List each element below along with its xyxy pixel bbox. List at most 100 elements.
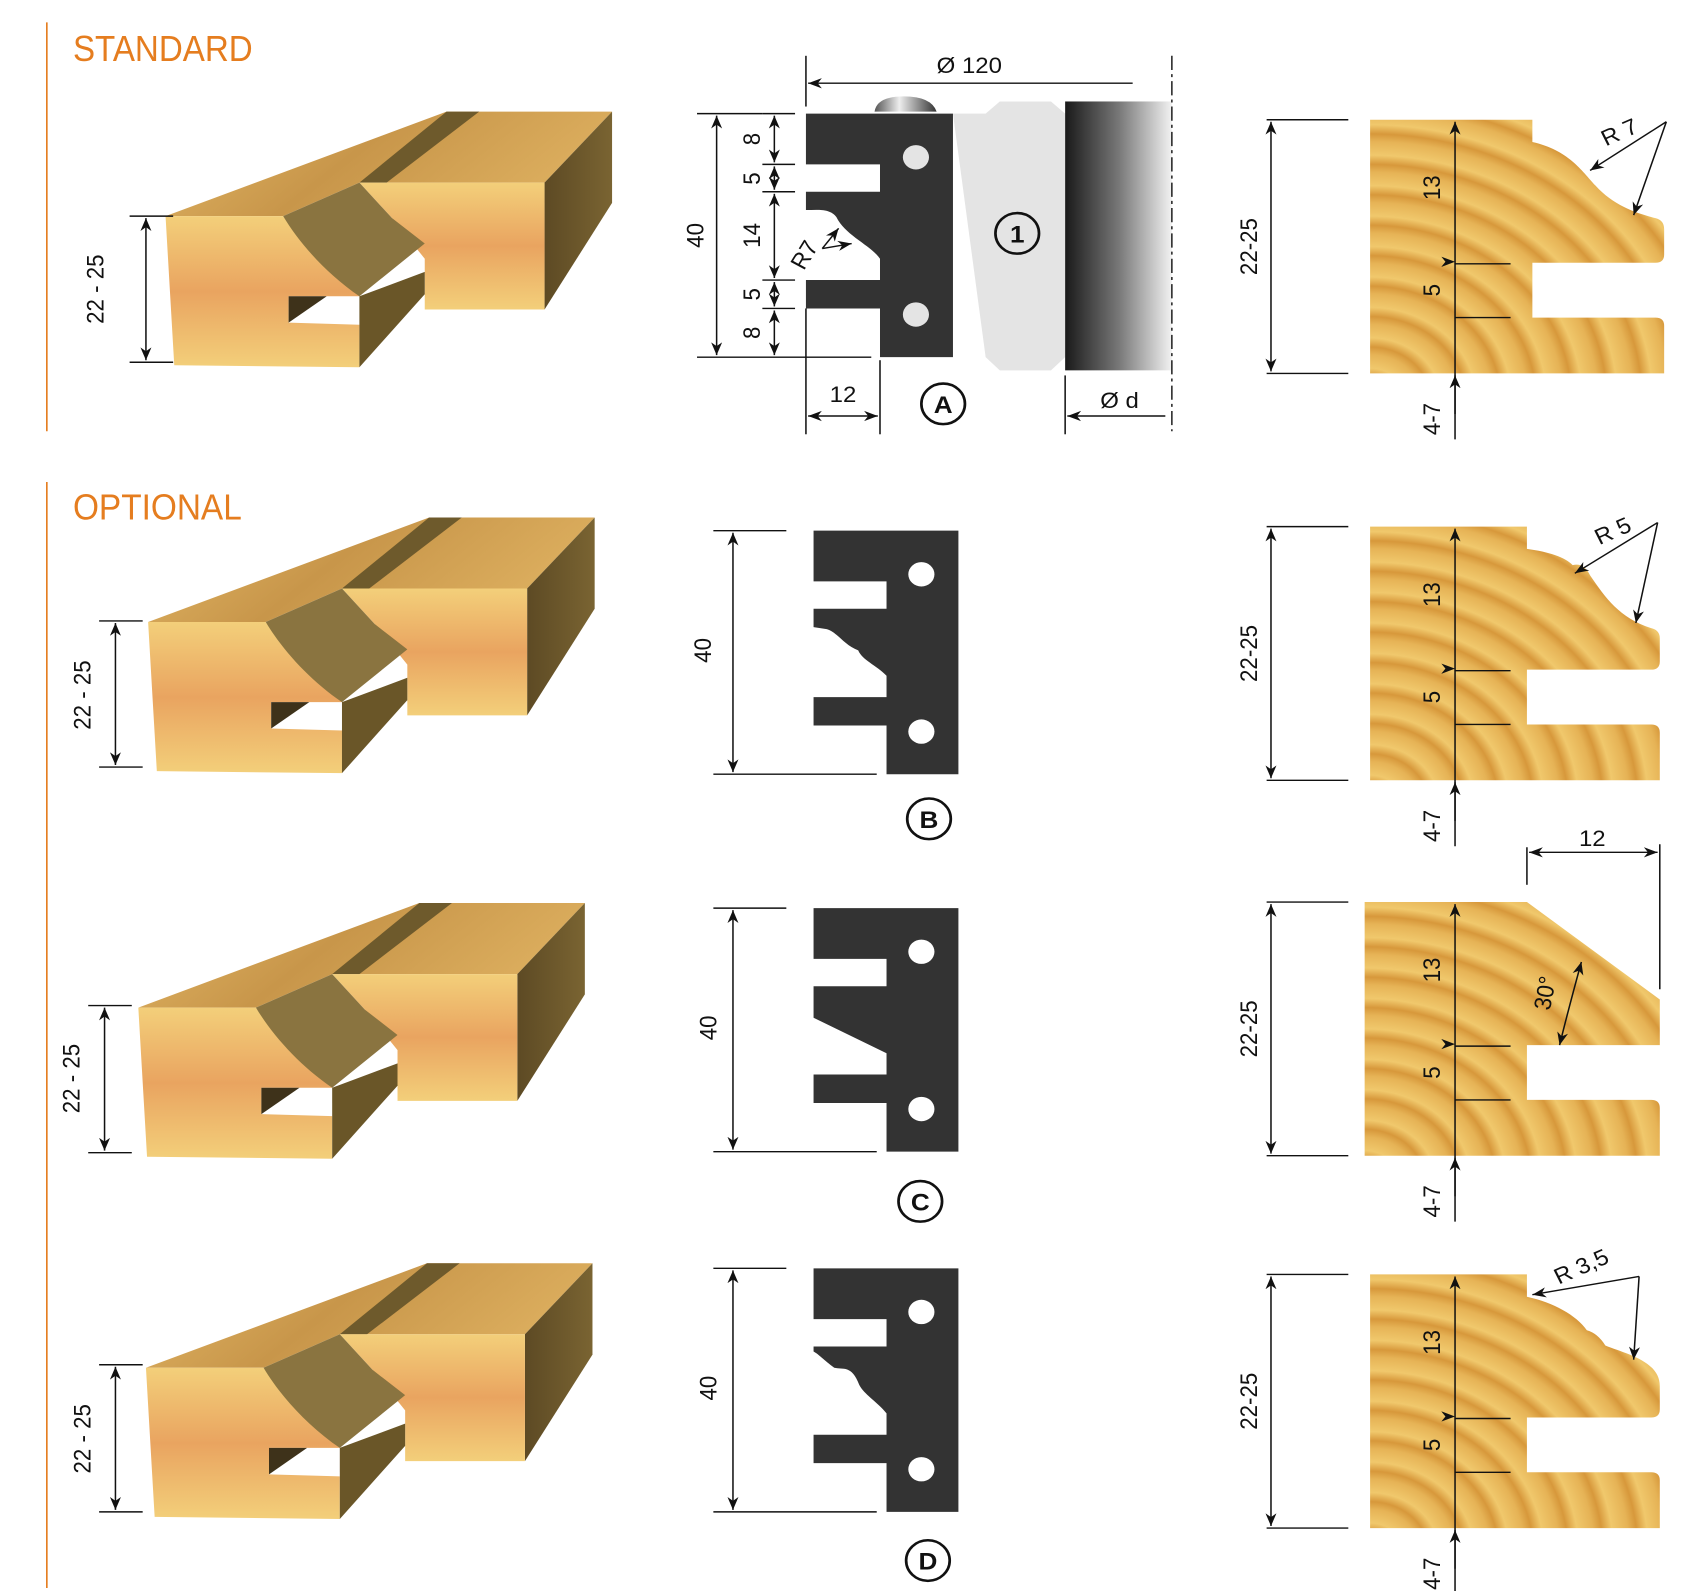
block-side-face: [517, 903, 585, 1101]
slot-width-label: 5: [1418, 1066, 1445, 1078]
wood-section-profile: [1370, 1274, 1660, 1529]
tongue-depth-label: 13: [1418, 175, 1445, 200]
wood-joint-3d-view: [145, 1263, 593, 1519]
blade-letter: D: [918, 1548, 937, 1575]
block-top-groove: [339, 1263, 460, 1335]
blade-mount-hole: [902, 145, 930, 170]
offset-label: 4-7: [1418, 403, 1445, 435]
offset-label: 4-7: [1418, 1558, 1445, 1590]
block-height-label: 22 - 25: [58, 1044, 85, 1113]
tool-height-label: 40: [695, 1376, 722, 1401]
chamfer-angle-label: 30°: [1529, 974, 1562, 1012]
block-front-right-face: [359, 182, 545, 310]
lower-groove: [288, 296, 327, 323]
cutter-blade: [805, 113, 953, 358]
lower-groove: [261, 1087, 300, 1115]
blade-mount-hole: [908, 939, 935, 964]
lower-tongue-face: [359, 271, 425, 368]
block-front-left-face: [165, 216, 360, 368]
tool-height-label: 40: [695, 1015, 722, 1040]
block-front-right-face: [341, 588, 528, 716]
block-front-right-face: [332, 974, 518, 1101]
blade-width-label: 12: [830, 382, 857, 407]
wood-section-profile: [1364, 902, 1660, 1156]
profile-row-c: 22 - 25 40C 22-25 13 5 4-7 12 30°: [58, 826, 1661, 1223]
block-height-label: 22 - 25: [82, 254, 109, 323]
cutter-blade: [813, 530, 959, 775]
tongue-depth-label: 13: [1418, 958, 1445, 983]
lower-tongue-face: [339, 1423, 406, 1519]
blade-mount-hole: [908, 719, 935, 744]
blade-letter-badge: [904, 1538, 952, 1583]
wood-section-profile: [1370, 526, 1660, 781]
block-front-left-face: [148, 621, 342, 774]
blade-mount-hole: [908, 1299, 935, 1325]
wood-joint-3d-view: [165, 111, 613, 368]
diameter-label: Ø 120: [937, 53, 1002, 78]
block-side-face: [544, 111, 613, 310]
chain-dim-1: 8: [738, 133, 765, 145]
block-top-groove: [341, 517, 462, 589]
block-height-label: 22 - 25: [69, 660, 96, 729]
offset-label: 4-7: [1418, 1185, 1445, 1217]
wood-joint-3d-view: [138, 903, 585, 1159]
cutter-hub-cylinder: [1065, 101, 1172, 371]
blade-letter-badge: [920, 382, 967, 426]
body-number-badge: [994, 211, 1041, 255]
profile-row-b: 22 - 25 40B 22-25 13 5 4-7 R 5: [69, 512, 1660, 847]
cutter-blade: [813, 1268, 959, 1512]
lower-tongue-face: [341, 677, 408, 774]
standard-title: STANDARD: [73, 29, 253, 69]
slot-width-label: 5: [1418, 1439, 1445, 1451]
block-top-groove: [332, 903, 452, 975]
blade-letter: C: [911, 1189, 930, 1216]
blade-letter-badge: [905, 797, 953, 841]
cutter-body: [952, 101, 1066, 371]
blade-mount-hole: [908, 562, 935, 587]
lower-groove: [271, 702, 310, 729]
chain-dim-3: 14: [738, 223, 765, 248]
radius-label: R 5: [1590, 512, 1635, 549]
section-height-label: 22-25: [1235, 218, 1262, 275]
blade-letter: B: [920, 807, 939, 834]
bore-label: Ø d: [1100, 388, 1139, 413]
joint-profile-cut: [283, 182, 425, 297]
slot-width-label: 5: [1418, 284, 1445, 296]
chain-dim-2: 5: [738, 172, 765, 184]
block-front-right-face: [339, 1334, 525, 1462]
block-top-groove: [359, 111, 480, 183]
blade-letter-badge: [897, 1179, 944, 1223]
section-height-label: 22-25: [1235, 625, 1262, 682]
joint-profile-cut: [255, 974, 398, 1088]
slot-width-label: 5: [1418, 691, 1445, 703]
block-height-label: 22 - 25: [69, 1404, 96, 1473]
section-height-label: 22-25: [1235, 1000, 1262, 1057]
tongue-depth-label: 13: [1418, 582, 1445, 607]
tongue-depth-label: 13: [1418, 1330, 1445, 1355]
block-side-face: [524, 1263, 593, 1462]
optional-title: OPTIONAL: [73, 488, 242, 528]
blade-letter: A: [934, 392, 953, 419]
chain-dim-5: 8: [738, 327, 765, 339]
joint-profile-cut: [265, 588, 408, 703]
chamfer-width-label: 12: [1579, 826, 1606, 851]
wood-joint-3d-view: [148, 517, 595, 774]
cutter-blade: [813, 908, 959, 1152]
block-front-left-face: [145, 1367, 340, 1519]
offset-label: 4-7: [1418, 810, 1445, 842]
tool-height-label: 40: [682, 223, 709, 248]
tool-a-assembly: 1 Ø 120 12 Ø d 8 5 14 5 8 R7: [738, 53, 1173, 435]
lower-tongue-face: [332, 1063, 398, 1159]
blade-radius-label: R7: [785, 236, 824, 273]
tool-height-label: 40: [689, 638, 716, 663]
joint-profile-cut: [263, 1334, 406, 1448]
lower-groove: [269, 1447, 308, 1475]
block-front-left-face: [138, 1007, 333, 1159]
blade-mount-hole: [908, 1096, 935, 1122]
clamp-bolt: [874, 96, 937, 112]
wood-section-profile: [1370, 119, 1665, 374]
blade-mount-hole: [902, 302, 930, 327]
blade-mount-hole: [908, 1457, 935, 1482]
